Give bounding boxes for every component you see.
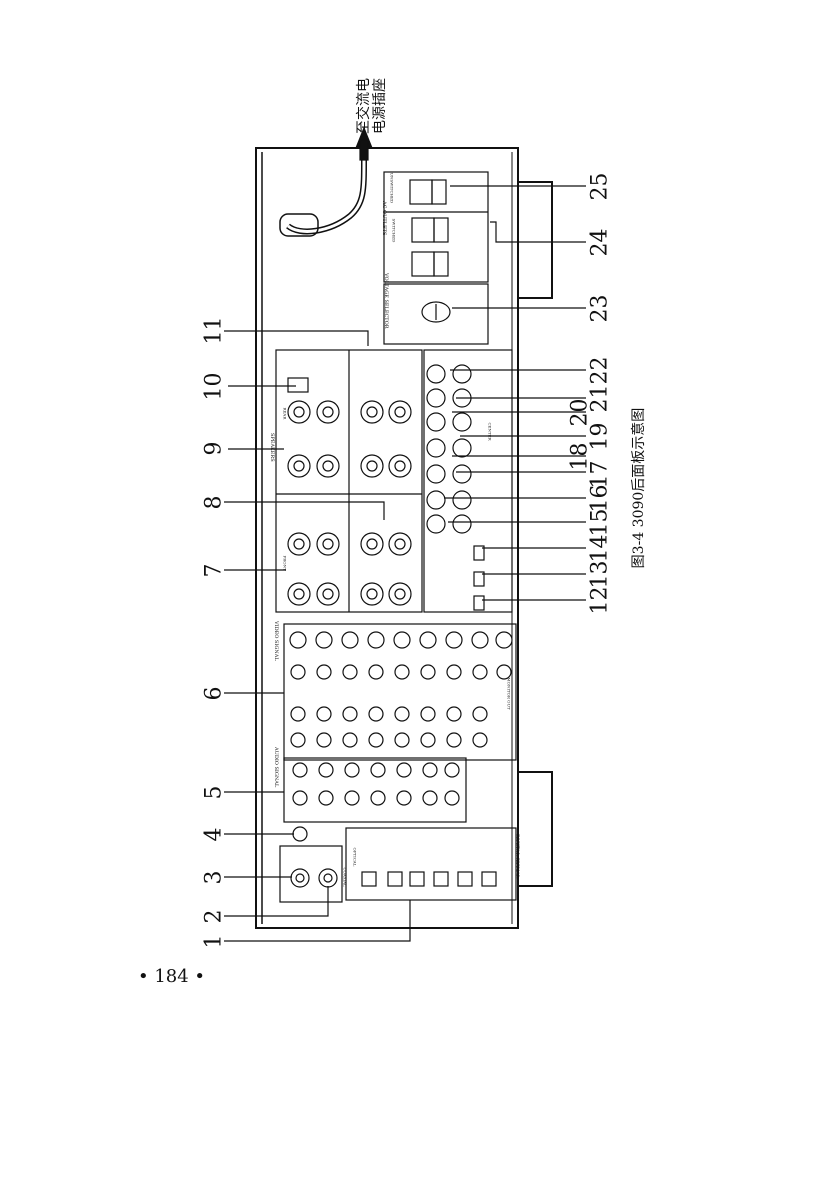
callout-23: 23 bbox=[587, 294, 613, 323]
chassis-outline bbox=[255, 147, 519, 929]
callout-7: 7 bbox=[201, 563, 227, 578]
cord-strain-relief bbox=[279, 213, 319, 237]
audio-signal-box bbox=[283, 757, 467, 823]
label-voltage-selector: VOLTAGE SELECTOR bbox=[383, 273, 389, 329]
label-optical: OPTICAL bbox=[352, 847, 358, 867]
label-coaxial: COAXIAL bbox=[342, 867, 348, 887]
label-center: CENTER bbox=[487, 422, 493, 441]
label-rear: REAR bbox=[282, 407, 288, 420]
callout-8: 8 bbox=[201, 495, 227, 510]
ac-destination-line2: 电源插座 bbox=[372, 78, 388, 134]
label-audio-signal: AUDIO SIGNAL bbox=[273, 747, 279, 788]
digital-signal-box bbox=[345, 827, 517, 901]
label-unswitched: UNSWITCHED bbox=[389, 172, 395, 204]
figure-caption: 图3-4 3090后面板示意图 bbox=[631, 407, 647, 569]
rf-input bbox=[318, 868, 338, 888]
video-signal-box bbox=[283, 623, 517, 761]
outlet-unswitched bbox=[409, 179, 433, 205]
label-monitor-out: MONITOR OUT bbox=[506, 677, 512, 710]
rf-input-box bbox=[279, 845, 343, 903]
callout-4: 4 bbox=[201, 827, 227, 842]
callout-3: 3 bbox=[201, 870, 227, 885]
bottom-leaders bbox=[444, 185, 586, 601]
preout-box bbox=[423, 349, 513, 613]
label-video-signal: VIDEO SIGNAL bbox=[273, 621, 279, 661]
callout-11: 11 bbox=[201, 316, 227, 345]
callout-10: 10 bbox=[201, 372, 227, 401]
label-switched: SWITCHED bbox=[391, 218, 397, 243]
ac-outlet-box bbox=[383, 171, 489, 283]
label-speakers: SPEAKERS bbox=[269, 433, 275, 462]
callout-5: 5 bbox=[201, 785, 227, 800]
coaxial-input bbox=[290, 868, 310, 888]
optical-inputs bbox=[361, 871, 497, 887]
label-ac-outlets: AC OUTLETS bbox=[381, 201, 387, 236]
foot-bottom bbox=[517, 771, 553, 887]
audio-jack-grid bbox=[292, 762, 460, 806]
callout-12: 12 bbox=[587, 586, 613, 615]
callout-24: 24 bbox=[587, 228, 613, 257]
power-cord bbox=[286, 159, 367, 235]
callout-1: 1 bbox=[201, 934, 227, 949]
page-number: • 184 • bbox=[138, 966, 206, 987]
label-digital-signal: DIGITAL SIGNAL bbox=[514, 834, 520, 879]
foot-top bbox=[517, 181, 553, 299]
outlet-switched-2 bbox=[411, 251, 435, 277]
impedance-switch bbox=[287, 377, 309, 393]
top-leaders bbox=[224, 330, 411, 942]
ground-terminal bbox=[292, 826, 308, 842]
outlet-switched-1 bbox=[411, 217, 435, 243]
callout-9: 9 bbox=[201, 441, 227, 456]
preout-jacks bbox=[426, 364, 472, 534]
callout-6: 6 bbox=[201, 686, 227, 701]
speaker-binding-posts bbox=[287, 400, 412, 606]
voltage-selector-box bbox=[383, 283, 489, 345]
label-front: FRONT bbox=[282, 555, 288, 571]
callout-25: 25 bbox=[587, 172, 613, 201]
ac-destination-label: 至交流电 电源插座 bbox=[356, 66, 396, 146]
voltage-selector-knob bbox=[421, 301, 451, 323]
video-jack-grid bbox=[289, 631, 513, 748]
ac-destination-line1: 至交流电 bbox=[356, 78, 372, 134]
